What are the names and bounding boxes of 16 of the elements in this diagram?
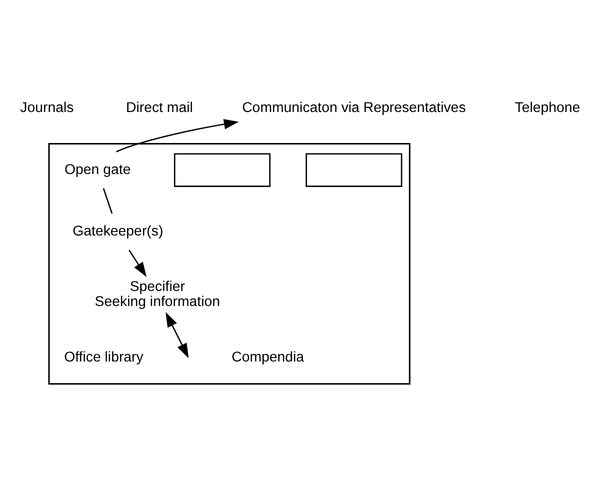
arrow: [166, 312, 189, 358]
node-box: [174, 153, 271, 187]
node-text: Specifier Seeking information: [94, 278, 220, 310]
label: Office library: [64, 349, 144, 366]
label: Direct mail: [126, 100, 193, 116]
label: Compendia: [232, 349, 304, 366]
cluster: [48, 142, 410, 385]
node-text: Open gate: [64, 162, 131, 178]
arrow: [128, 250, 147, 277]
label: Journals: [20, 100, 74, 116]
label: Telephone: [514, 100, 580, 116]
node-box: [306, 153, 402, 187]
connector: [102, 188, 113, 214]
node-text: Communicaton via Representatives: [242, 100, 466, 116]
arrow: [116, 119, 239, 152]
node-text: Gatekeeper(s): [72, 224, 164, 240]
